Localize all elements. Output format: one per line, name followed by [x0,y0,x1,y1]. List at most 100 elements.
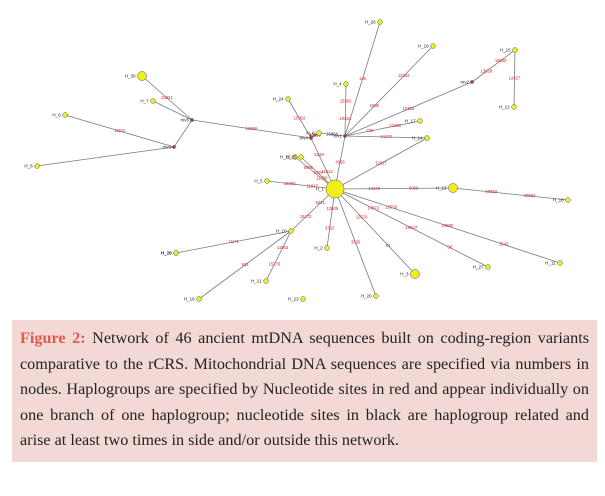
node-label: H_18 [184,297,195,302]
site-label: 1685 [370,103,380,108]
node-label: H_29 [161,251,172,256]
node-H_23 [300,296,306,302]
edge-H_10-H_18 [198,230,292,300]
node-label: H_3 [400,272,409,277]
node-H_1 [325,179,345,199]
edge-H_13-H_16 [452,187,569,201]
node-label: H_13 [436,186,447,191]
site-label: 11812 [321,169,333,174]
edge-H_15-H_12 [513,49,516,108]
caption-text: Network of 46 ancient mtDNA sequences bu… [20,329,590,450]
site-label: 15276 [269,261,281,266]
node-H_19 [430,43,436,49]
edge-H_1-H_2 [326,188,336,249]
site-label: 14872 [367,206,379,211]
site-label: 5319 [314,152,324,157]
edge-H_1-H_10 [290,188,336,232]
node-mv5 [190,118,194,122]
site-label: 3543 [499,242,509,247]
site-label: 15260 [284,181,296,186]
node-label: H_23 [288,297,299,302]
edge-H_1-H_20 [334,188,377,297]
node-label: mv3 [162,145,171,150]
edge-mv5-H_30 [141,75,193,121]
edge-H_1-H_13 [334,187,454,190]
site-label: 725 [367,128,375,133]
edge-mv1-H_26 [344,21,381,137]
site-label: 10650 [309,133,321,138]
node-label: H_20 [361,294,372,299]
edge-mv3-H_8 [36,146,175,167]
node-H_14 [424,135,430,141]
site-label: 11902 [277,245,289,250]
node-H_21 [263,278,269,284]
node-H_29 [173,250,179,256]
node-H_7 [150,98,156,104]
site-label: 15105 [403,106,415,111]
node-label: H_1 [316,187,325,192]
node-H_18 [196,296,202,302]
site-label: 10580 [442,223,454,228]
site-label: 15833 [385,205,397,210]
node-label: H_19 [418,44,429,49]
site-label: 13566 [246,126,258,131]
node-H_11 [557,260,563,266]
edge-mv1-H_17 [344,120,421,137]
figure-caption: Figure 2: Network of 46 ancient mtDNA se… [12,320,597,462]
site-label: 8696 [304,165,314,170]
site-label: 15321 [161,95,173,100]
edge-mv1-mv2 [344,81,473,137]
site-label: 10550 [524,193,536,198]
node-H_15 [512,47,518,53]
site-label: 13579 [356,214,368,219]
site-label: 10362 [340,116,352,121]
node-H_12 [511,104,517,110]
site-label: 3722 [325,225,335,230]
edge-mv1-H_14 [344,135,428,139]
node-label: H_5 [254,179,263,184]
site-label: 14172 [369,186,381,191]
site-label: 58 [447,245,452,250]
node-label: mv1 [333,134,342,139]
node-mv4 [309,136,313,140]
edge-H_1-H_14 [334,137,428,190]
site-label: 11300 [309,133,321,138]
node-label: H_2 [314,246,323,251]
site-label: 10850 [486,189,498,194]
site-label: 11350 [316,175,328,180]
node-H_16 [565,197,571,203]
node-H_2 [324,245,330,251]
node-label: H_24 [273,97,284,102]
node-label: mv5 [180,118,189,123]
node-label: H_15 [500,48,511,53]
site-label: 15302 [294,116,306,121]
site-label: 16640 [495,58,507,63]
edge-mv5-H_7 [152,100,193,121]
node-label: H_27 [473,265,484,270]
node-label: H_21 [251,279,262,284]
site-label: 16547 [406,225,418,230]
edge-H_1-mv4 [310,137,336,190]
node-H_10 [288,228,294,234]
node-H_9 [62,112,68,118]
node-mv2 [470,80,474,84]
site-label: 11817 [375,161,387,166]
edge-mv1-H_6 [318,132,346,137]
node-label: H_10 [276,229,287,234]
edge-mv2-H_15 [471,49,516,83]
site-label: 139 [359,76,367,81]
node-H_5 [264,178,270,184]
site-label: 4356 [335,160,345,165]
node-label: H_30 [125,74,136,79]
node-label: H_16 [553,198,564,203]
node-H_8 [34,163,40,169]
site-label: 11104 [114,128,126,133]
edge-H_1-H_3 [334,188,416,275]
edge-mv4-H_24 [287,98,312,139]
node-label: H_14 [412,136,423,141]
site-label: 12342 [398,73,410,78]
node-label: H_7 [140,99,149,104]
site-label: 12195 [389,123,401,128]
edge-H_10-H_21 [265,230,292,282]
